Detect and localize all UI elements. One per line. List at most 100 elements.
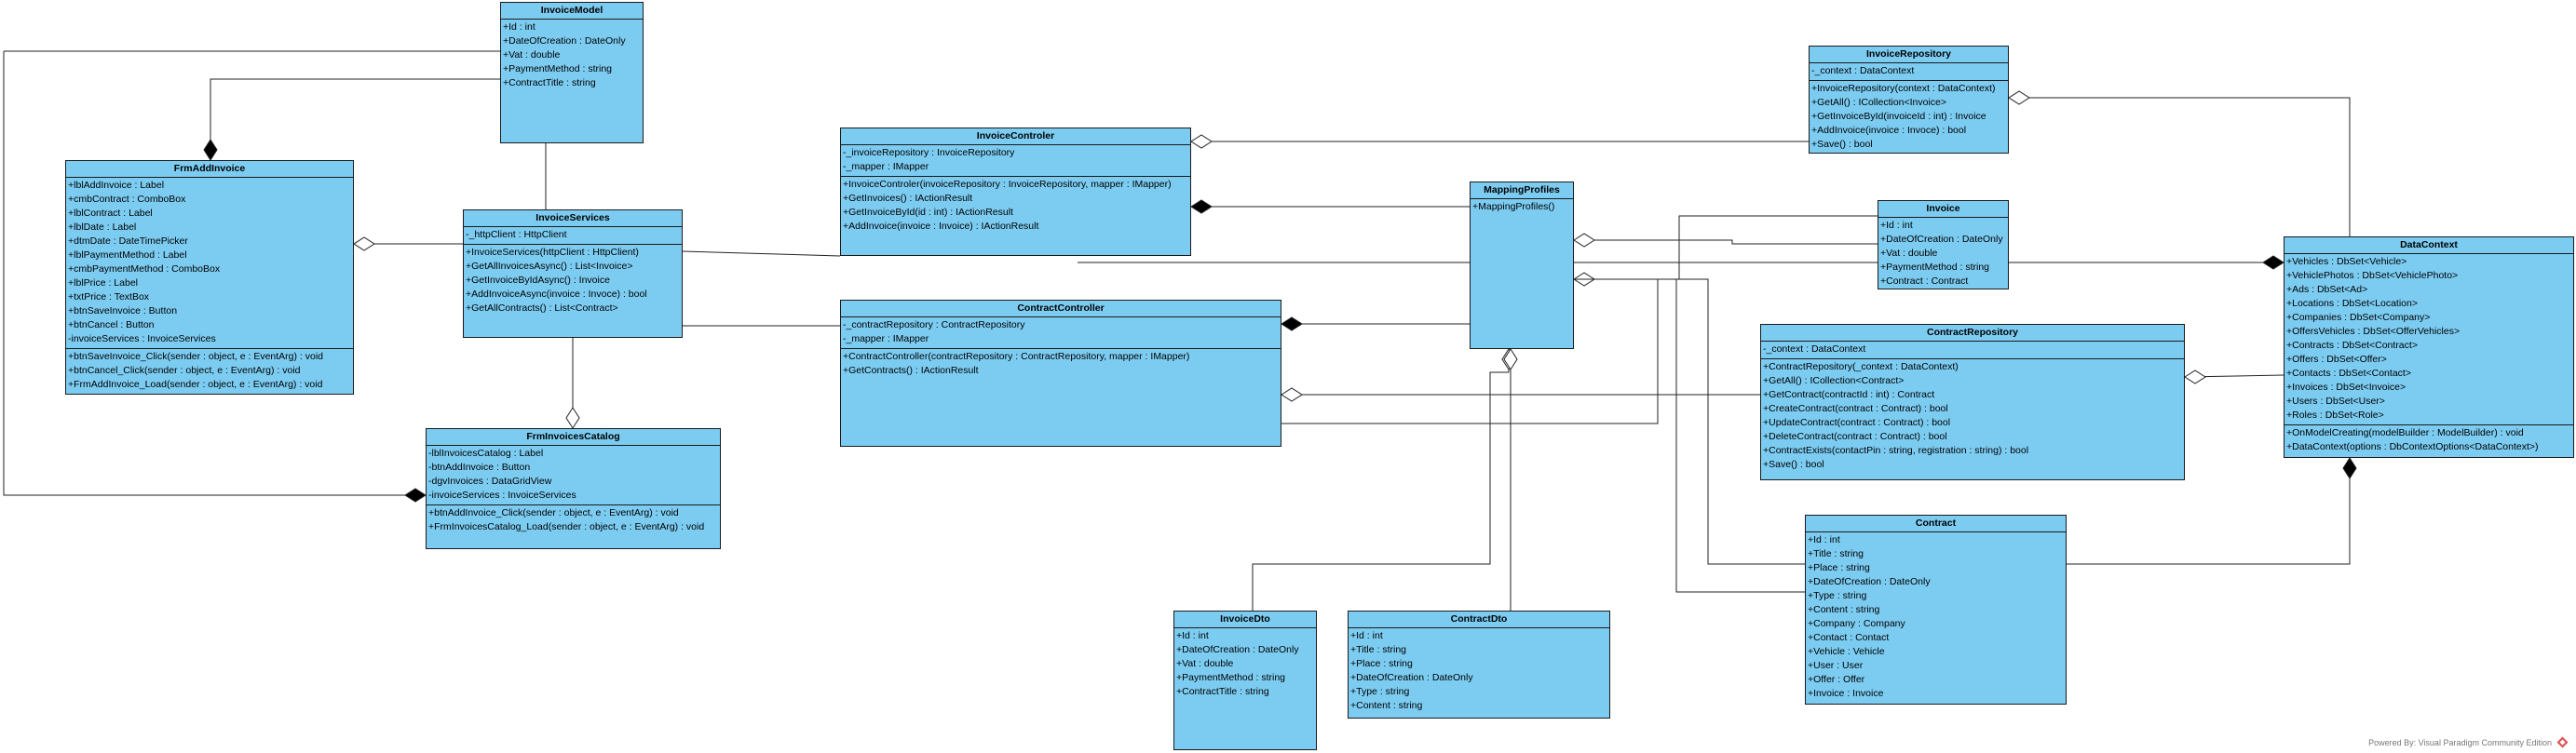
composition-diamond	[1281, 316, 1303, 331]
attribute: +Offer : Offer	[1808, 674, 1865, 685]
attribute: +Contacts : DbSet<Contact>	[2286, 368, 2411, 379]
attribute: +Content : string	[1808, 604, 1880, 615]
attribute: +DateOfCreation : DateOnly	[1808, 576, 1931, 587]
attribute: +Contact : Contact	[1808, 632, 1890, 643]
operations-compartment: +InvoiceControler(invoiceRepository : In…	[841, 177, 1190, 235]
attribute: +txtPrice : TextBox	[68, 291, 150, 303]
attribute: +PaymentMethod : string	[1880, 262, 1990, 273]
aggregation-diamond	[1190, 134, 1213, 149]
class-title: Contract	[1806, 516, 2066, 532]
attribute: -invoiceServices : InvoiceServices	[428, 490, 576, 501]
operation: +GetAllContracts() : List<Contract>	[466, 303, 618, 314]
link-frmadd-invoicemodel	[210, 78, 500, 160]
class-invoice-dto[interactable]: InvoiceDto+Id : int+DateOfCreation : Dat…	[1173, 611, 1317, 750]
aggregation-diamond	[1281, 387, 1303, 402]
link-services-invoicecontroler	[682, 250, 841, 257]
attribute: +btnSaveInvoice : Button	[68, 305, 178, 316]
operation: +GetInvoiceByIdAsync() : Invoice	[466, 275, 610, 286]
class-data-context[interactable]: DataContext+Vehicles : DbSet<Vehicle>+Ve…	[2284, 236, 2574, 458]
attribute: +Id : int	[1350, 630, 1383, 641]
operation: +GetAll() : ICollection<Invoice>	[1811, 97, 1947, 108]
operation: +ContractExists(contactPin : string, reg…	[1763, 445, 2029, 456]
attribute: +dtmDate : DateTimePicker	[68, 235, 188, 247]
attribute: +Title : string	[1808, 548, 1864, 559]
attribute: +Content : string	[1350, 700, 1423, 711]
attribute: -dgvInvoices : DataGridView	[428, 476, 552, 487]
attribute: +ContractTitle : string	[503, 77, 596, 88]
attribute: +Users : DbSet<User>	[2286, 396, 2385, 407]
operation: +GetAllInvoicesAsync() : List<Invoice>	[466, 261, 633, 272]
attribute: -lblInvoicesCatalog : Label	[428, 448, 544, 459]
operation: +InvoiceControler(invoiceRepository : In…	[843, 179, 1172, 190]
attributes-compartment: -_context : DataContext	[1761, 342, 2184, 359]
attribute: +Place : string	[1350, 658, 1413, 669]
operation: +ContractController(contractRepository :…	[843, 351, 1190, 362]
attribute: +Invoices : DbSet<Invoice>	[2286, 382, 2407, 393]
operation: +OnModelCreating(modelBuilder : ModelBui…	[2286, 427, 2524, 438]
attributes-compartment: +lblAddInvoice : Label+cmbContract : Com…	[66, 178, 353, 349]
class-contract[interactable]: Contract+Id : int+Title : string+Place :…	[1805, 515, 2067, 705]
attributes-compartment: -lblInvoicesCatalog : Label -btnAddInvoic…	[427, 446, 720, 505]
attributes-compartment: +Id : int+DateOfCreation : DateOnly+Vat …	[1174, 628, 1316, 701]
class-contract-repository[interactable]: ContractRepository-_context : DataContex…	[1760, 324, 2185, 480]
class-frm-add-invoice[interactable]: FrmAddInvoice+lblAddInvoice : Label+cmbC…	[65, 160, 354, 395]
class-invoice-repository[interactable]: InvoiceRepository-_context : DataContext…	[1809, 46, 2009, 154]
attributes-compartment: -_context : DataContext	[1810, 63, 2008, 81]
class-invoice-services[interactable]: InvoiceServices-_httpClient : HttpClient…	[463, 209, 683, 338]
link-contract-datacontext	[2067, 458, 2351, 565]
attribute: +DateOfCreation : DateOnly	[1350, 672, 1473, 683]
attribute: +Type : string	[1808, 590, 1867, 601]
attributes-compartment: -_invoiceRepository : InvoiceRepository-…	[841, 145, 1190, 177]
operation: +AddInvoiceAsync(invoice : Invoce) : boo…	[466, 289, 647, 300]
operations-compartment: +InvoiceServices(httpClient : HttpClient…	[464, 245, 682, 317]
attribute: +OffersVehicles : DbSet<OfferVehicles>	[2286, 326, 2461, 337]
attribute: +Ads : DbSet<Ad>	[2286, 284, 2368, 295]
attribute: -btnAddInvoice : Button	[428, 462, 531, 473]
attribute: +Contracts : DbSet<Contract>	[2286, 340, 2418, 351]
attribute: +PaymentMethod : string	[503, 63, 613, 74]
attribute: +Companies : DbSet<Company>	[2286, 312, 2431, 323]
class-mapping-profiles[interactable]: MappingProfiles+MappingProfiles()	[1470, 182, 1574, 349]
link-catalog-invoicemodel	[3, 51, 426, 496]
attribute: +Type : string	[1350, 686, 1410, 697]
attribute: +Company : Company	[1808, 618, 1905, 629]
class-title: MappingProfiles	[1471, 182, 1573, 199]
attribute: +Locations : DbSet<Location>	[2286, 298, 2418, 309]
operation: +GetContracts() : IActionResult	[843, 365, 979, 376]
attribute: -_contractRepository : ContractRepositor…	[843, 319, 1025, 330]
class-frm-invoices-catalog[interactable]: FrmInvoicesCatalog-lblInvoicesCatalog : …	[426, 428, 721, 549]
aggregation-diamond	[565, 407, 580, 429]
operation: +FrmInvoicesCatalog_Load(sender : object…	[428, 521, 705, 532]
class-invoice[interactable]: Invoice+Id : int+DateOfCreation : DateOn…	[1878, 200, 2009, 289]
class-invoice-controler[interactable]: InvoiceControler-_invoiceRepository : In…	[840, 128, 1191, 256]
operation: +CreateContract(contract : Contract) : b…	[1763, 403, 1948, 414]
operations-compartment: +InvoiceRepository(context : DataContext…	[1810, 81, 2008, 154]
operation: +btnAddInvoice_Click(sender : object, e …	[428, 507, 679, 518]
operation: +GetInvoiceById(id : int) : IActionResul…	[843, 207, 1013, 218]
attribute: +lblAddInvoice : Label	[68, 180, 165, 191]
attribute: +cmbPaymentMethod : ComboBox	[68, 263, 221, 275]
attribute: -_mapper : IMapper	[843, 161, 929, 172]
class-contract-dto[interactable]: ContractDto+Id : int+Title : string+Plac…	[1348, 611, 1610, 719]
aggregation-diamond	[1503, 348, 1518, 370]
operation: +Save() : bool	[1763, 459, 1824, 470]
operation: +AddInvoice(invoice : Invoce) : bool	[1811, 125, 1967, 136]
attribute: +Invoice : Invoice	[1808, 688, 1884, 699]
attributes-compartment: +MappingProfiles()	[1471, 199, 1573, 216]
attribute: -_context : DataContext	[1763, 343, 1866, 355]
attributes-compartment: +Id : int+DateOfCreation : DateOnly+Vat …	[1878, 218, 2008, 290]
attribute: +lblPrice : Label	[68, 277, 139, 289]
operation: +GetInvoiceById(invoiceId : int) : Invoi…	[1811, 111, 1986, 122]
attributes-compartment: -_httpClient : HttpClient	[464, 227, 682, 245]
link-mapping-contract-2	[1574, 278, 1805, 593]
class-contract-controller[interactable]: ContractController-_contractRepository :…	[840, 300, 1281, 447]
aggregation-diamond	[2008, 90, 2030, 105]
attributes-compartment: -_contractRepository : ContractRepositor…	[841, 317, 1281, 349]
class-title: Invoice	[1878, 201, 2008, 218]
attribute: +btnCancel : Button	[68, 319, 155, 330]
composition-diamond	[1190, 199, 1213, 214]
attribute: +lblPaymentMethod : Label	[68, 249, 187, 261]
class-invoice-model[interactable]: InvoiceModel+Id : int+DateOfCreation : D…	[500, 2, 644, 143]
